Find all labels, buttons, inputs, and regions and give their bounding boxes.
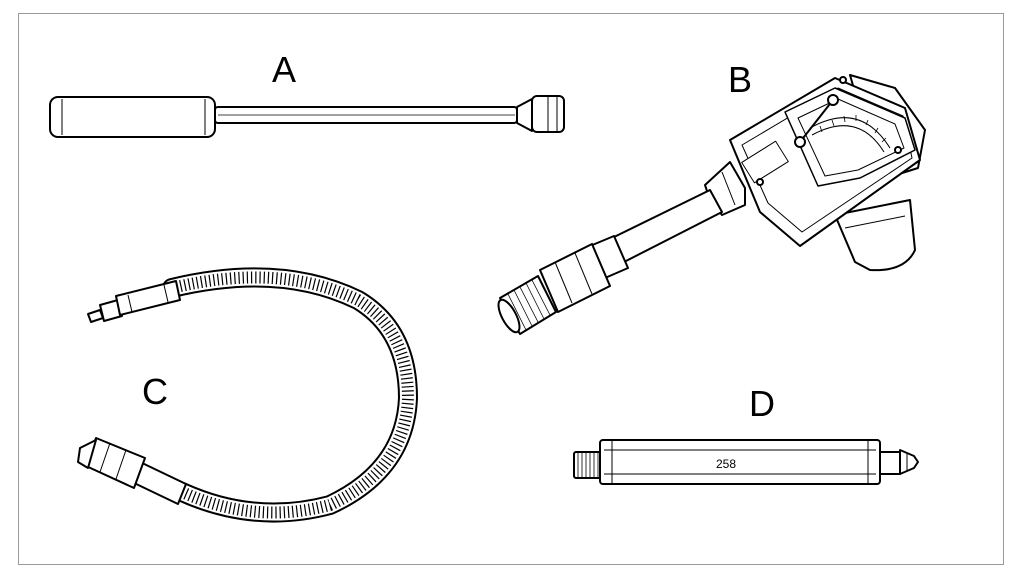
tool-b-compression-tester	[497, 74, 926, 335]
label-c: C	[142, 371, 168, 412]
tool-a-wrench	[49, 95, 565, 138]
tool-d-adapter	[573, 439, 919, 485]
tool-c-flexible-hose	[77, 267, 418, 523]
tool-d-marking: 258	[716, 457, 737, 471]
label-b: B	[728, 59, 753, 100]
label-a: A	[272, 49, 297, 90]
label-d: D	[749, 383, 775, 424]
